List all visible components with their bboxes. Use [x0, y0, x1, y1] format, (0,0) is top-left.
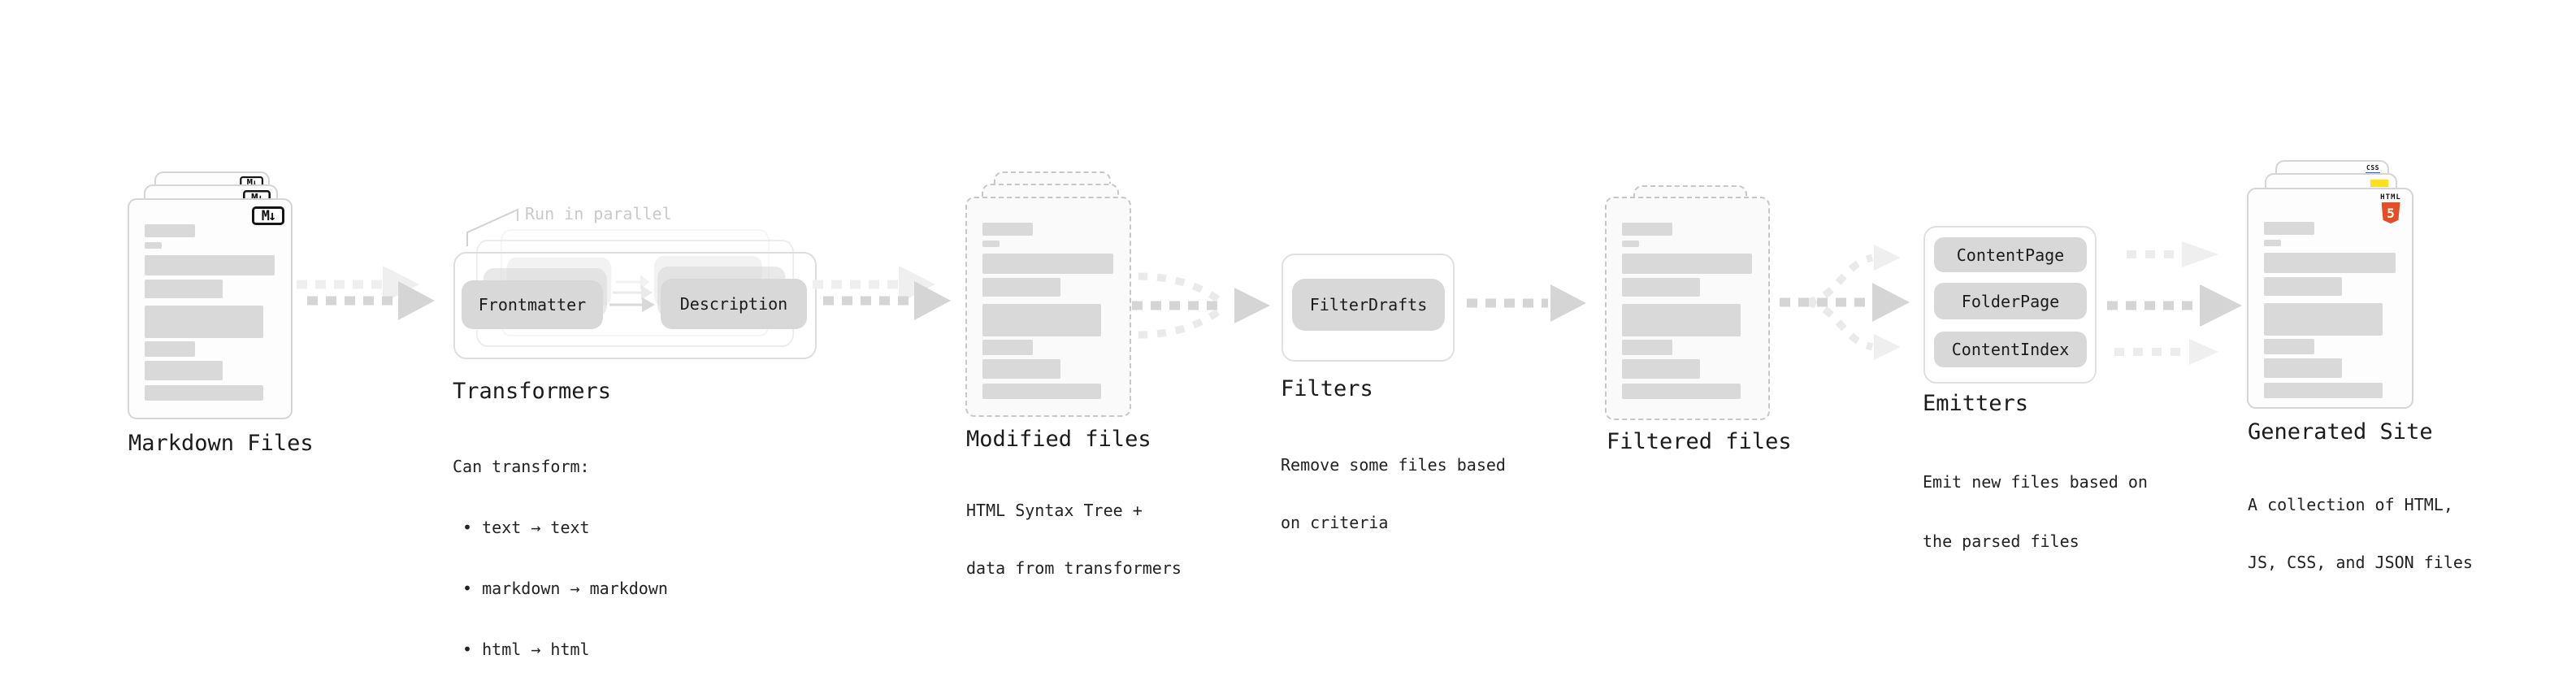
desc-line: JS, CSS, and JSON files [2248, 553, 2473, 572]
placeholder-bar [2264, 240, 2281, 246]
stage-desc-emitters: Emit new files based on the parsed files [1923, 433, 2148, 591]
filtered-file-card-front [1605, 197, 1770, 420]
desc-line: Remove some files based [1281, 455, 1506, 475]
javascript-icon [2370, 180, 2388, 187]
placeholder-bar [982, 241, 1000, 247]
placeholder-bar [1622, 384, 1741, 399]
emitter-pill-contentpage: ContentPage [1934, 237, 2087, 272]
stage-label-markdown-files: Markdown Files [128, 431, 314, 456]
desc-line: Can transform: [453, 457, 590, 476]
desc-line: data from transformers [966, 558, 1182, 578]
stage-label-emitters: Emitters [1923, 391, 2029, 416]
arrow-modified-to-filters [1132, 272, 1270, 339]
desc-line: A collection of HTML, [2248, 495, 2453, 514]
stage-desc-modified-files: HTML Syntax Tree + data from transformer… [966, 462, 1182, 617]
placeholder-bar [145, 361, 223, 380]
desc-line: • html → html [453, 640, 590, 659]
placeholder-bar [2264, 358, 2342, 378]
stage-label-modified-files: Modified files [966, 427, 1151, 452]
transformer-pill-description: Description [661, 279, 807, 329]
emitters-box [1923, 226, 2097, 384]
arrow-filters-to-filtered [1467, 284, 1586, 322]
placeholder-bar [982, 340, 1033, 355]
filters-box [1281, 254, 1455, 362]
placeholder-bar [2264, 303, 2383, 336]
stage-label-filters: Filters [1281, 376, 1373, 401]
desc-line: on criteria [1281, 513, 1389, 532]
run-in-parallel-callout: Run in parallel [525, 204, 672, 223]
placeholder-bar [1622, 304, 1741, 336]
emitter-pill-contentindex: ContentIndex [1934, 332, 2087, 367]
markdown-file-card-front: M↓ [128, 198, 293, 419]
placeholder-bar [1622, 254, 1752, 274]
stage-label-filtered-files: Filtered files [1607, 429, 1792, 454]
stage-label-generated-site: Generated Site [2248, 419, 2433, 445]
placeholder-bar [982, 223, 1033, 236]
stage-label-transformers: Transformers [453, 379, 612, 404]
placeholder-bar [1622, 278, 1700, 297]
css-icon-label: CSS [2366, 164, 2379, 171]
placeholder-bar [145, 306, 263, 338]
stage-desc-filters: Remove some files based on criteria [1281, 417, 1506, 571]
transformer-box [453, 252, 817, 359]
filter-pill-filterdrafts: FilterDrafts [1292, 279, 1445, 331]
desc-line: the parsed files [1923, 531, 2079, 551]
html5-icon: HTML 5 [2379, 193, 2403, 223]
emitter-pill-folderpage: FolderPage [1934, 283, 2087, 319]
placeholder-bar [2264, 339, 2314, 354]
arrow-markdown-to-transformers [297, 266, 435, 320]
placeholder-bar [2264, 253, 2396, 273]
stage-desc-generated-site: A collection of HTML, JS, CSS, and JSON … [2248, 457, 2473, 611]
placeholder-bar [1622, 241, 1639, 247]
right-arrow-icon [609, 297, 655, 312]
placeholder-bar [145, 385, 263, 401]
placeholder-bar [145, 242, 162, 249]
markdown-icon-glyph: M↓ [261, 207, 277, 224]
callout-line [466, 208, 518, 246]
right-arrow-icon [612, 285, 653, 300]
arrow-emitters-to-generated [2107, 241, 2242, 365]
transformer-level-front: Frontmatter Description [453, 252, 817, 359]
placeholder-bar [982, 254, 1113, 274]
html5-icon-label: HTML [2380, 193, 2401, 202]
placeholder-bar [1622, 359, 1700, 379]
stage-desc-transformers: Can transform: • text → text • markdown … [453, 417, 668, 681]
placeholder-bar [145, 224, 195, 237]
placeholder-bar [982, 304, 1101, 336]
markdown-icon: M↓ [252, 206, 284, 225]
html5-icon-shield: 5 [2381, 202, 2400, 223]
arrow-filtered-to-emitters [1780, 245, 1910, 360]
desc-line: • markdown → markdown [453, 579, 668, 598]
desc-line: HTML Syntax Tree + [966, 501, 1143, 520]
placeholder-bar [982, 278, 1060, 297]
transformer-pill-frontmatter: Frontmatter [462, 280, 603, 329]
placeholder-bar [2264, 222, 2314, 235]
generated-file-card-front: HTML 5 [2247, 188, 2413, 409]
modified-file-card-front [965, 197, 1131, 417]
placeholder-bar [145, 280, 223, 298]
placeholder-bar [982, 359, 1060, 379]
placeholder-bar [2264, 383, 2383, 398]
placeholder-bar [1622, 340, 1672, 355]
placeholder-bar [982, 384, 1101, 399]
placeholder-bar [2264, 277, 2342, 296]
placeholder-bar [145, 341, 195, 357]
desc-line: • text → text [453, 518, 590, 537]
html5-icon-number: 5 [2387, 205, 2395, 221]
right-arrow-icon [616, 275, 650, 289]
placeholder-bar [145, 255, 275, 275]
desc-line: Emit new files based on [1923, 472, 2148, 492]
placeholder-bar [1622, 223, 1672, 236]
arrow-transformers-to-modified [813, 266, 951, 320]
